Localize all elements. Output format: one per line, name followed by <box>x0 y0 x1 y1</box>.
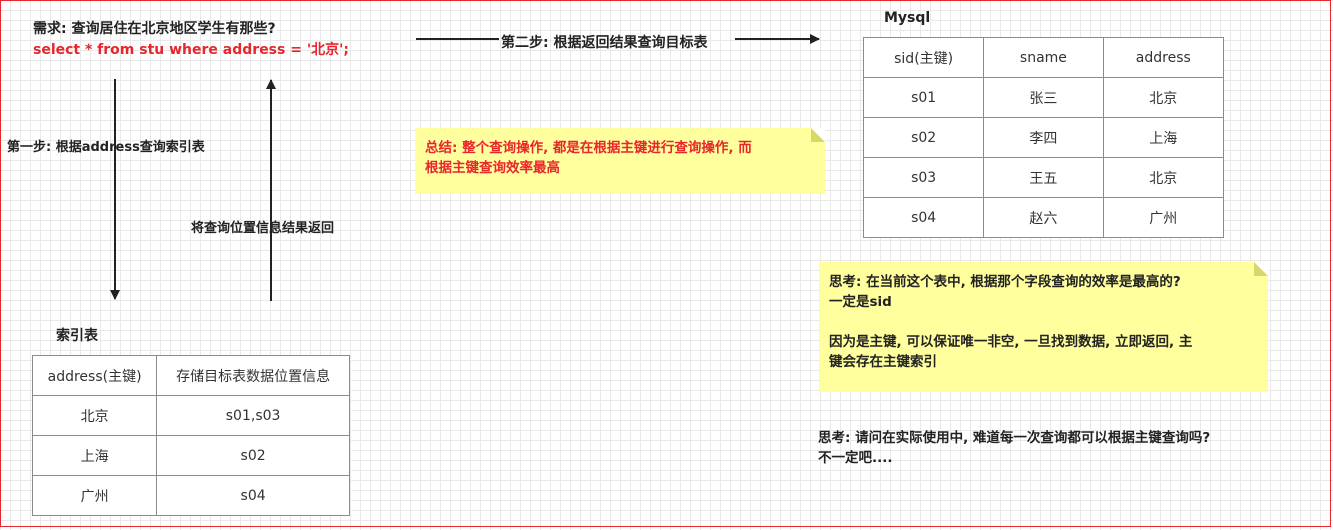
think-question-line1: 思考: 请问在实际使用中, 难道每一次查询都可以根据主键查询吗? <box>818 430 1211 446</box>
summary-line2: 根据主键查询效率最高 <box>425 160 560 176</box>
table-cell: s04 <box>156 475 350 516</box>
requirement-text: 需求: 查询居住在北京地区学生有那些? <box>33 21 276 37</box>
think-sticky-note: 思考: 在当前这个表中, 根据那个字段查询的效率是最高的? 一定是sid 因为是… <box>819 262 1268 392</box>
think-question-line2: 不一定吧.... <box>818 450 893 466</box>
mysql-header-cell: sname <box>983 37 1104 78</box>
table-row: s01 张三 北京 <box>862 77 1225 118</box>
table-cell: 张三 <box>983 77 1104 118</box>
index-header-row: address(主键) 存储目标表数据位置信息 <box>31 355 350 396</box>
table-cell: 上海 <box>1102 117 1225 158</box>
step2-label: 第二步: 根据返回结果查询目标表 <box>501 35 708 51</box>
table-cell: 李四 <box>983 117 1104 158</box>
index-table-title: 索引表 <box>56 328 98 344</box>
index-header-cell: 存储目标表数据位置信息 <box>156 355 350 396</box>
table-cell: s04 <box>862 197 985 238</box>
table-cell: 上海 <box>31 435 158 476</box>
mysql-header-cell: sid(主键) <box>862 37 985 78</box>
sql-statement: select * from stu where address = '北京'; <box>33 42 349 58</box>
think-line4: 键会存在主键索引 <box>829 354 937 370</box>
think-line3: 因为是主键, 可以保证唯一非空, 一旦找到数据, 立即返回, 主 <box>829 334 1193 350</box>
table-cell: 广州 <box>31 475 158 516</box>
index-header-cell: address(主键) <box>31 355 158 396</box>
note-fold <box>811 128 825 142</box>
table-cell: 王五 <box>983 157 1104 198</box>
table-row: 北京 s01,s03 <box>31 395 350 436</box>
step1-label: 第一步: 根据address查询索引表 <box>7 140 205 155</box>
table-cell: 广州 <box>1102 197 1225 238</box>
note-fold <box>1254 262 1268 276</box>
table-row: s03 王五 北京 <box>862 157 1225 198</box>
mysql-header-row: sid(主键) sname address <box>862 37 1225 78</box>
index-table: address(主键) 存储目标表数据位置信息 北京 s01,s03 上海 s0… <box>31 355 350 516</box>
table-cell: 北京 <box>31 395 158 436</box>
summary-line1: 总结: 整个查询操作, 都是在根据主键进行查询操作, 而 <box>425 140 752 156</box>
table-cell: 北京 <box>1102 77 1225 118</box>
think-line1: 思考: 在当前这个表中, 根据那个字段查询的效率是最高的? <box>829 274 1181 290</box>
table-row: s04 赵六 广州 <box>862 197 1225 238</box>
mysql-table-title: Mysql <box>884 10 931 26</box>
table-cell: s02 <box>156 435 350 476</box>
table-row: 广州 s04 <box>31 475 350 516</box>
table-cell: s02 <box>862 117 985 158</box>
table-cell: s01 <box>862 77 985 118</box>
table-cell: 北京 <box>1102 157 1225 198</box>
table-cell: s03 <box>862 157 985 198</box>
think-line2: 一定是sid <box>829 294 892 310</box>
table-cell: s01,s03 <box>156 395 350 436</box>
summary-sticky-note: 总结: 整个查询操作, 都是在根据主键进行查询操作, 而 根据主键查询效率最高 <box>415 128 825 194</box>
table-row: s02 李四 上海 <box>862 117 1225 158</box>
think-question-text: 思考: 请问在实际使用中, 难道每一次查询都可以根据主键查询吗? 不一定吧...… <box>818 428 1210 468</box>
table-cell: 赵六 <box>983 197 1104 238</box>
table-row: 上海 s02 <box>31 435 350 476</box>
return-label: 将查询位置信息结果返回 <box>191 221 335 236</box>
mysql-header-cell: address <box>1102 37 1225 78</box>
mysql-table: sid(主键) sname address s01 张三 北京 s02 李四 上… <box>862 37 1225 238</box>
